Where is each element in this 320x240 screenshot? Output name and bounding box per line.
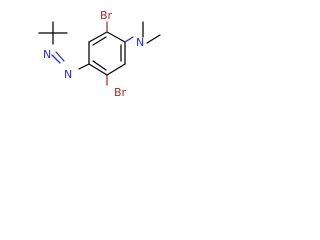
azo-nitrogen-lower-label: N	[64, 68, 72, 81]
bromine-label-bottom: Br	[114, 86, 127, 99]
azo-double-bond-a	[51, 54, 61, 64]
structure-diagram: Br Br N N N	[38, 9, 161, 99]
ring-bond	[88, 31, 108, 43]
ring-bond	[88, 63, 108, 76]
ring-double-bond	[92, 60, 107, 71]
ring-double-bond	[92, 36, 107, 46]
amine-nitrogen-label: N	[136, 36, 144, 49]
ring-bond	[106, 31, 126, 43]
n-methyl-bond-right	[146, 34, 161, 44]
azo-nitrogen-upper-label: N	[43, 48, 51, 61]
bromine-label-top: Br	[100, 9, 113, 22]
benzene-ring	[88, 31, 126, 76]
azo-double-bond-b	[55, 51, 65, 62]
ring-bond	[106, 63, 126, 76]
c-n-bond	[124, 36, 134, 43]
c-azo-bond	[78, 63, 90, 70]
